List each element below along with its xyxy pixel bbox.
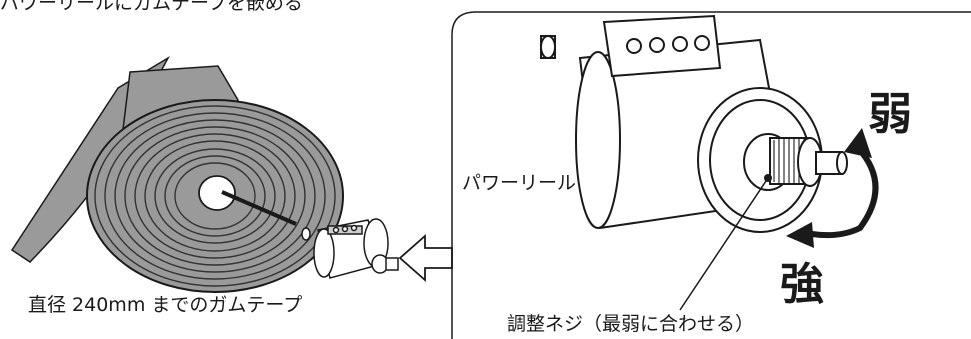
weak-label: 弱 [868, 89, 912, 140]
zoom-panel [451, 11, 971, 339]
insert-guide-line [221, 190, 297, 226]
insert-arrow [398, 234, 453, 282]
power-reel-label: パワーリール [462, 172, 577, 194]
screw-leader-dot [764, 174, 772, 182]
large-power-reel [540, 14, 848, 233]
screw-leader-line [679, 177, 769, 311]
tape-caption: 直径 240mm までのガムテープ [28, 294, 303, 316]
adjust-direction-arrow [786, 128, 879, 248]
top-caption: パワーリールにガムテープを嵌める [0, 0, 303, 14]
small-power-reel [301, 218, 399, 279]
adjust-screw-label: 調整ネジ（最弱に合わせる） [507, 313, 755, 335]
strong-label: 強 [780, 259, 824, 310]
tape-core [198, 175, 236, 211]
tape-roll-rings [94, 105, 336, 287]
